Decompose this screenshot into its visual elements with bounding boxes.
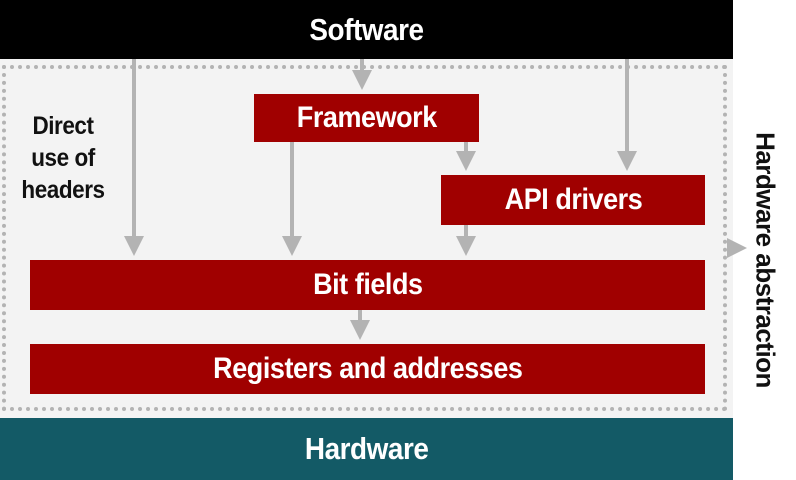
api-drivers-label: API drivers <box>504 183 642 216</box>
bit-fields-label: Bit fields <box>312 268 423 301</box>
software-label: Software <box>309 11 424 47</box>
direct-use-note: Direct use of headers <box>8 110 118 206</box>
framework-label: Framework <box>296 101 437 134</box>
api-drivers-box: API drivers <box>441 175 705 225</box>
software-layer: Software <box>0 0 733 59</box>
note-line-2: use of <box>31 144 95 172</box>
registers-label: Registers and addresses <box>212 352 523 385</box>
hardware-label: Hardware <box>304 431 429 466</box>
note-line-1: Direct <box>32 112 94 140</box>
note-line-3: headers <box>21 176 105 204</box>
abstraction-boundary <box>2 65 727 411</box>
framework-box: Framework <box>254 94 479 142</box>
hardware-abstraction-text: Hardware abstraction <box>750 132 781 388</box>
bit-fields-box: Bit fields <box>30 260 705 310</box>
hardware-layer: Hardware <box>0 418 733 480</box>
registers-box: Registers and addresses <box>30 344 705 394</box>
